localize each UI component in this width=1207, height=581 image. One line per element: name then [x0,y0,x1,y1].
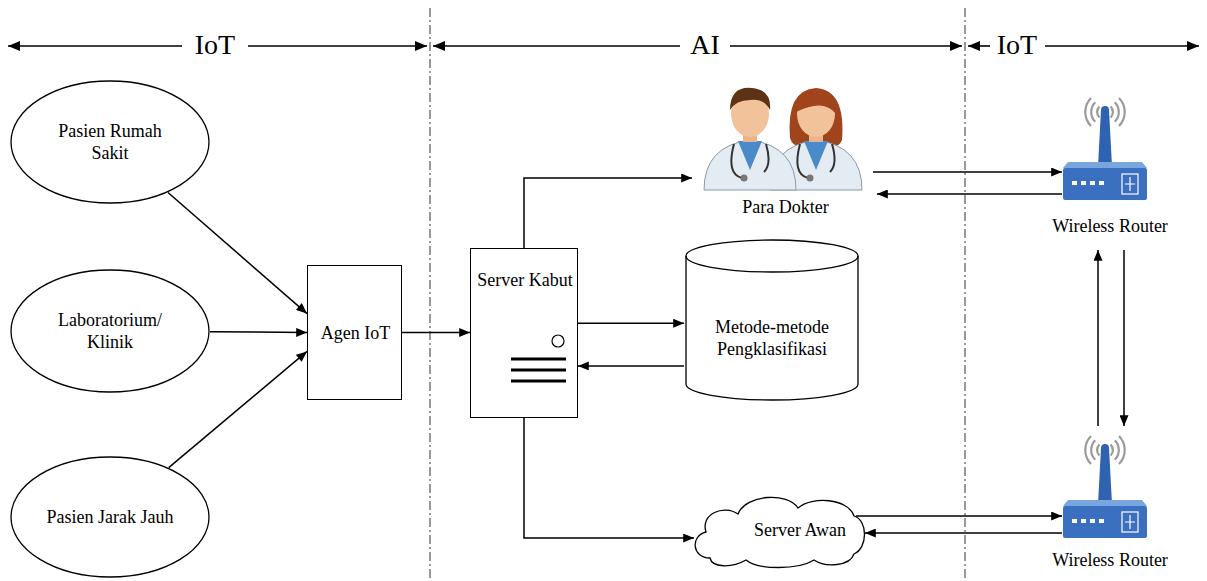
router-port [1099,519,1104,523]
server-slot [511,369,566,372]
node-text: Para Dokter [742,196,828,219]
flow-arrow [873,171,1062,173]
flow-arrow [856,515,1062,517]
source-ellipse: Laboratorium/ Klinik [10,269,210,393]
flow-arrow [865,532,1062,534]
cloud-outline [695,497,864,567]
ellipse-outline [11,457,209,577]
span-arrow [968,45,990,47]
node-text: Pasien Jarak Jauh [47,506,174,529]
router-port [1081,181,1086,185]
router-panel [1122,512,1138,532]
wireless-router: Wireless Router [1025,428,1195,576]
text-area: Pasien Jarak Jauh [44,456,177,578]
router-panel [1122,174,1138,194]
text-area: Pasien Rumah Sakit [42,80,178,204]
section-label: IoT [994,30,1040,61]
flow-arrow [524,418,694,538]
router-port [1090,181,1095,185]
text-area: Para Dokter [688,193,883,221]
doctor-icon-graphic [688,78,883,190]
cylinder-rim [686,256,858,272]
flow-arrow [877,193,1062,195]
text-area: Wireless Router [1025,546,1195,574]
router-box [1063,168,1147,200]
flow-arrow [402,332,470,334]
router-port [1072,519,1077,523]
node-text: Server Awan [754,519,846,542]
agent-box: Agen IoT [307,265,402,400]
section-label: AI [687,30,723,61]
flow-arrow [578,365,684,367]
flow-arrow [169,351,307,467]
source-ellipse-graphic [10,269,210,393]
flow-arrow [578,323,684,325]
node-text: Server Kabut [477,269,572,292]
text-area: Server Awan [750,500,850,560]
router-port [1072,181,1077,185]
span-arrow [730,45,962,47]
text-area: Server Kabut [474,255,575,305]
node-text: Wireless Router [1052,215,1168,238]
wireless-router-graphic [1060,428,1150,543]
source-ellipse-graphic [10,80,210,204]
section-divider [429,8,430,581]
router-top [1063,500,1147,506]
router-box [1063,506,1147,538]
router-antenna [1098,448,1112,504]
router-port [1081,519,1086,523]
doctor-figure [704,88,796,190]
node-text: Agen IoT [321,322,390,345]
span-arrow [248,45,427,47]
server-slot [511,380,566,383]
source-ellipse: Pasien Rumah Sakit [10,80,210,204]
span-arrow [8,45,182,47]
cylinder-body [686,240,858,400]
section-divider [430,8,965,581]
wireless-router: Wireless Router [1025,90,1195,242]
router-antenna [1098,110,1112,166]
router-antenna-tip [1101,444,1109,452]
section-label: IoT [192,30,238,61]
text-area: Wireless Router [1025,212,1195,240]
section-divider [964,8,965,581]
node-text: Pasien Rumah Sakit [42,120,178,165]
ellipse-outline [11,81,209,203]
router-panel-mark [1125,515,1135,529]
cloud-server: Server Awan [688,490,868,570]
flow-arrow [1123,250,1125,426]
span-arrow [1045,45,1199,47]
text-area: Metode-metode Pengklasifikasi [689,288,855,388]
node-text: Wireless Router [1052,549,1168,572]
router-top [1063,162,1147,168]
router-port [1090,519,1095,523]
server-slot [511,358,566,361]
node-text: Laboratorium/ Klinik [42,309,178,354]
server-led [552,335,564,347]
server-box: Server Kabut [470,248,578,418]
flow-arrow [210,331,307,333]
flow-arrow [1097,250,1099,426]
router-antenna-tip [1101,106,1109,114]
source-ellipse: Pasien Jarak Jauh [10,456,210,578]
flow-arrow [524,178,692,248]
router-panel-mark [1125,177,1135,191]
doctor-icon: Para Dokter [688,78,883,223]
span-arrow [433,45,680,47]
database-cylinder: Metode-metode Pengklasifikasi [684,238,860,402]
wireless-router-graphic [1060,90,1150,205]
ellipse-outline [11,270,209,392]
text-area: Agen IoT [313,266,398,401]
text-area: Laboratorium/ Klinik [42,269,178,393]
router-port [1099,181,1104,185]
node-text: Metode-metode Pengklasifikasi [689,316,855,361]
